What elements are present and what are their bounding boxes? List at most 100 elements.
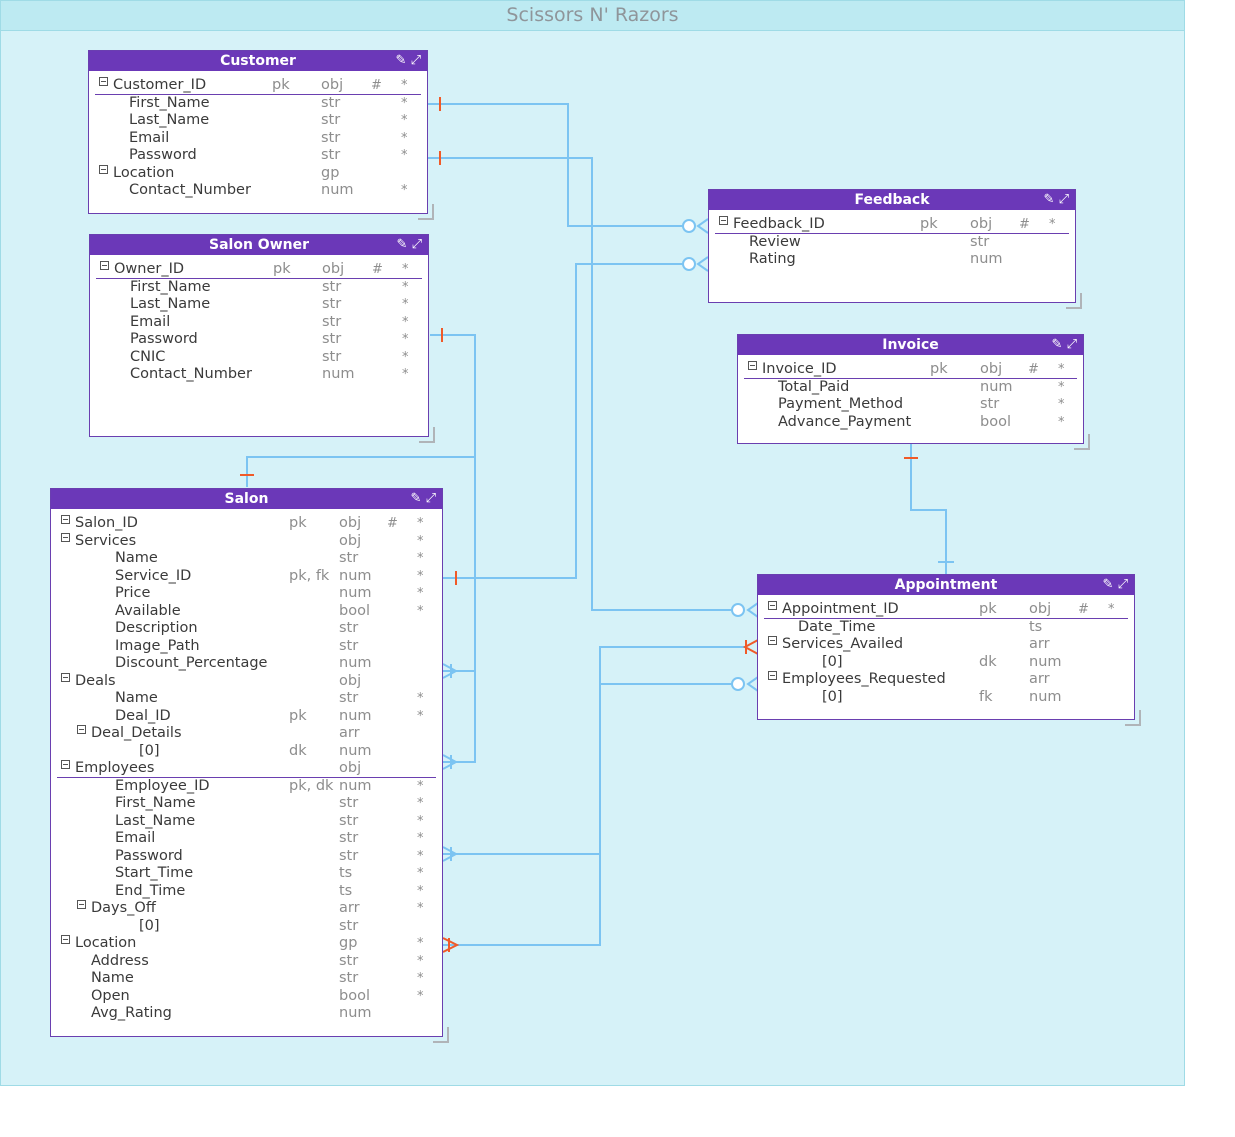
entity-tools[interactable]: ✎ ⤢	[397, 235, 422, 255]
entity-header[interactable]: Customer✎ ⤢	[89, 51, 427, 71]
pencil-icon[interactable]: ✎	[1051, 337, 1063, 352]
expand-icon[interactable]: ⤢	[411, 237, 422, 252]
resize-handle[interactable]	[1125, 710, 1141, 726]
pencil-icon[interactable]: ✎	[410, 491, 422, 506]
entity-tools[interactable]: ✎ ⤢	[396, 51, 421, 71]
entity-tools[interactable]: ✎ ⤢	[1103, 575, 1128, 595]
collapse-toggle-icon[interactable]	[100, 261, 109, 270]
collapse-toggle-icon[interactable]	[768, 601, 777, 610]
field-row[interactable]: [0]str	[51, 918, 442, 935]
collapse-toggle-icon[interactable]	[61, 515, 70, 524]
collapse-toggle-icon[interactable]	[99, 77, 108, 86]
resize-handle[interactable]	[1066, 293, 1082, 309]
pencil-icon[interactable]: ✎	[1043, 192, 1055, 207]
resize-handle[interactable]	[433, 1027, 449, 1043]
expand-icon[interactable]: ⤢	[425, 491, 436, 506]
entity-header[interactable]: Salon✎ ⤢	[51, 489, 442, 509]
entity-tools[interactable]: ✎ ⤢	[1044, 190, 1069, 210]
resize-handle[interactable]	[419, 427, 435, 443]
pencil-icon[interactable]: ✎	[396, 237, 408, 252]
entity-header[interactable]: Feedback✎ ⤢	[709, 190, 1075, 210]
pencil-icon[interactable]: ✎	[395, 53, 407, 68]
collapse-toggle-icon[interactable]	[61, 672, 70, 682]
collapse-toggle-icon[interactable]	[77, 900, 86, 909]
collapse-toggle-icon[interactable]	[768, 636, 777, 645]
expand-icon[interactable]: ⤢	[1117, 577, 1128, 592]
collapse-toggle-icon[interactable]	[61, 760, 70, 769]
entity-header[interactable]: Appointment✎ ⤢	[758, 575, 1134, 595]
pencil-icon[interactable]: ✎	[1102, 577, 1114, 592]
resize-handle[interactable]	[1074, 434, 1090, 450]
collapse-toggle-icon[interactable]	[61, 532, 70, 542]
collapse-toggle-icon[interactable]	[768, 671, 777, 680]
collapse-toggle-icon[interactable]	[61, 935, 70, 944]
collapse-toggle-icon[interactable]	[77, 725, 86, 734]
entity-header[interactable]: Invoice✎ ⤢	[738, 335, 1083, 355]
resize-handle[interactable]	[418, 204, 434, 220]
expand-icon[interactable]: ⤢	[1066, 337, 1077, 352]
collapse-toggle-icon[interactable]	[748, 361, 757, 370]
expand-icon[interactable]: ⤢	[1058, 192, 1069, 207]
entity-tools[interactable]: ✎ ⤢	[411, 489, 436, 509]
collapse-toggle-icon[interactable]	[719, 216, 728, 225]
expand-icon[interactable]: ⤢	[410, 53, 421, 68]
